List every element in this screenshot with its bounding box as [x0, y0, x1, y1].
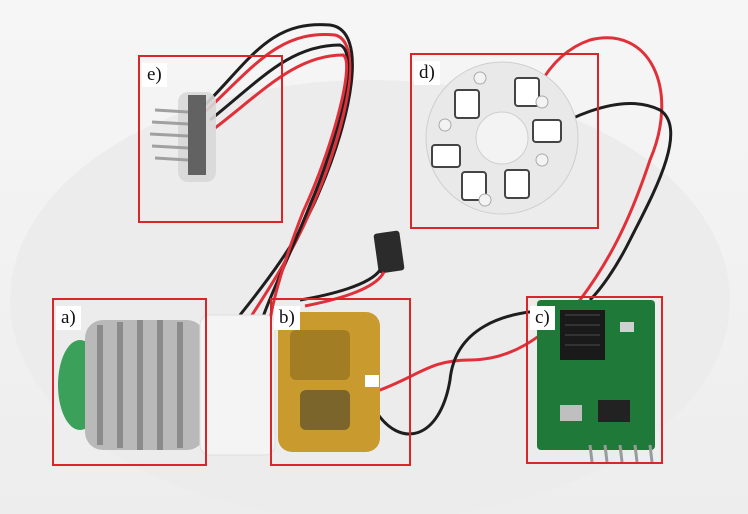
panel-c-label: c): [530, 306, 555, 330]
bulb-base: [58, 314, 276, 456]
panel-a-frame: a): [52, 298, 207, 466]
panel-a-label: a): [56, 306, 81, 330]
ribbon-connector: [299, 230, 405, 308]
panel-b-frame: b): [270, 298, 411, 466]
panel-b-label: b): [274, 306, 300, 330]
wire-bundle-e-to-b: [203, 23, 354, 323]
controller-pcb: [537, 300, 655, 463]
panel-d-label: d): [414, 61, 440, 85]
panel-e-frame: e): [138, 55, 283, 223]
panel-e-label: e): [142, 63, 167, 87]
pin-header-connector: [149, 92, 216, 182]
led-ring-board: [425, 61, 579, 215]
driver-module: [278, 312, 380, 452]
panel-c-frame: c): [526, 296, 663, 464]
panel-d-frame: d): [410, 53, 599, 229]
